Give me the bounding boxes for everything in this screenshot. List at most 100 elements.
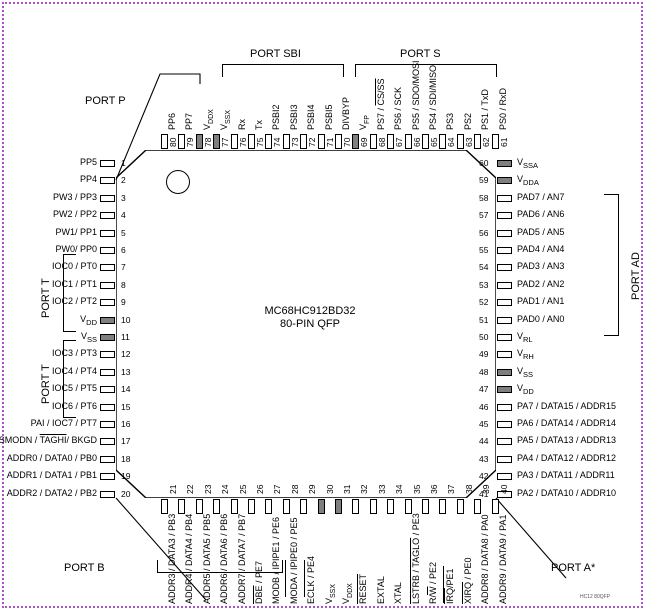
bracket-port-sbi: [222, 64, 344, 77]
pin-number: 18: [121, 453, 131, 464]
pin-stub: [100, 368, 115, 376]
pin-number: 24: [220, 484, 231, 494]
pin-number: 19: [121, 471, 131, 482]
pin-label: VDD: [80, 313, 97, 327]
pin-number: 56: [479, 227, 489, 238]
pin-stub: [497, 334, 512, 341]
pin-number: 41: [479, 488, 489, 499]
bracket-port-ad: [604, 194, 619, 336]
pin-label: ADDR2 / DATA2 / PB2: [6, 487, 97, 498]
pin-stub: [497, 299, 512, 307]
bracket-port-e-left: [285, 560, 286, 597]
pin-number: 28: [289, 484, 300, 494]
pin-number: 21: [168, 484, 178, 494]
pin-number: 40: [498, 484, 509, 494]
pin-stub: [369, 499, 377, 514]
chip-part-number: MC68HC912BD32: [264, 305, 356, 317]
pin-stub: [161, 499, 168, 514]
pin-number: 71: [324, 137, 335, 147]
pin-stub: [100, 194, 115, 202]
pin-stub: [282, 499, 290, 514]
port-label-t-lower: PORT T: [40, 364, 52, 404]
pin-label: PAD4 / AN4: [517, 244, 565, 254]
pin-number: 69: [359, 137, 370, 147]
pin-number: 6: [121, 245, 126, 255]
pin-label: PA5 / DATA13 / ADDR13: [517, 435, 617, 446]
pin-number: 7: [121, 262, 126, 273]
pin-label: IOC2 / PT2: [51, 296, 97, 307]
pin-stub: [300, 134, 308, 149]
pin-stub: [497, 490, 512, 498]
pin-stub: [100, 490, 115, 498]
pin-label: ADDR5 / DATA5 / PB5: [201, 513, 212, 604]
port-label-p: PORT P: [85, 95, 126, 107]
pin-number: 3: [121, 192, 126, 203]
pin-stub: [497, 403, 512, 411]
pin-stub: [195, 499, 203, 514]
bracket-port-t-lower: [63, 340, 76, 418]
pin-label: PS3: [445, 112, 456, 130]
pin-label: LSTRB / TAGLO / PE3: [410, 513, 421, 604]
port-label-b: PORT B: [64, 562, 105, 574]
pin1-orientation-dot: [166, 170, 190, 194]
pin-stub: [300, 499, 308, 514]
port-label-ad: PORT AD: [630, 252, 642, 300]
pin-stub: [497, 281, 512, 289]
pin-number: 14: [121, 384, 131, 395]
pin-number: 46: [479, 401, 489, 412]
pin-number: 22: [185, 484, 196, 494]
pin-label: EXTAL: [375, 576, 386, 604]
pin-stub: [456, 134, 464, 149]
pin-stub: [100, 403, 115, 411]
pin-label: PAD1 / AN1: [517, 296, 565, 307]
pin-number: 76: [237, 137, 248, 147]
pin-stub: [422, 499, 429, 514]
pin-stub: [404, 499, 412, 514]
pin-stub: [100, 160, 115, 167]
pin-stub: [369, 134, 377, 149]
pin-stub: [497, 386, 512, 394]
pin-label: DBE / PE7: [254, 560, 264, 604]
pin-number: 60: [479, 158, 489, 168]
pin-number: 12: [121, 349, 131, 360]
pin-stub: [474, 134, 482, 149]
pin-label: XTAL: [393, 582, 404, 604]
pin-label: PW2 / PP2: [52, 209, 97, 220]
pin-number: 65: [429, 137, 439, 147]
pin-label: PSBI5: [323, 104, 334, 130]
pin-stub: [100, 177, 115, 185]
pin-number: 36: [429, 484, 439, 494]
pin-number: 10: [121, 314, 131, 325]
pin-number: 37: [446, 484, 457, 494]
pin-label: PA4 / DATA12 / ADDR12: [517, 452, 617, 463]
pin-number: 68: [376, 137, 387, 147]
pin-label: PAD6 / AN6: [517, 209, 565, 220]
pin-number: 25: [237, 484, 248, 494]
pin-label: IOC1 / PT1: [51, 278, 97, 289]
pin-number: 30: [324, 484, 335, 494]
pin-number: 59: [479, 175, 489, 186]
pin-stub: [497, 351, 512, 359]
pin-stub: [100, 281, 115, 289]
pin-label: PA2 / DATA10 / ADDR10: [517, 487, 617, 498]
bracket-port-s: [355, 64, 497, 77]
pin-stub: [497, 316, 512, 324]
pin-number: 53: [479, 279, 489, 290]
pin-stub: [335, 134, 342, 149]
pin-label: IOC6 / PT6: [51, 400, 97, 411]
pin-number: 29: [307, 484, 318, 494]
pin-label: VFP: [358, 115, 372, 130]
pin-number: 34: [394, 484, 405, 494]
pin-stub: [100, 316, 115, 324]
pin-label: IOC3 / PT3: [51, 348, 97, 359]
pin-label: PA6 / DATA14 / ADDR14: [517, 418, 617, 428]
pin-stub: [265, 499, 273, 514]
pin-stub: [497, 421, 512, 428]
pin-label: VSSX: [219, 109, 232, 130]
pin-number: 70: [342, 137, 352, 147]
pin-label: IOC4 / PT4: [51, 365, 97, 376]
pin-stub: [230, 499, 238, 514]
pin-stub: [497, 194, 512, 202]
pin-number: 16: [121, 419, 131, 429]
pin-stub: [265, 134, 273, 149]
